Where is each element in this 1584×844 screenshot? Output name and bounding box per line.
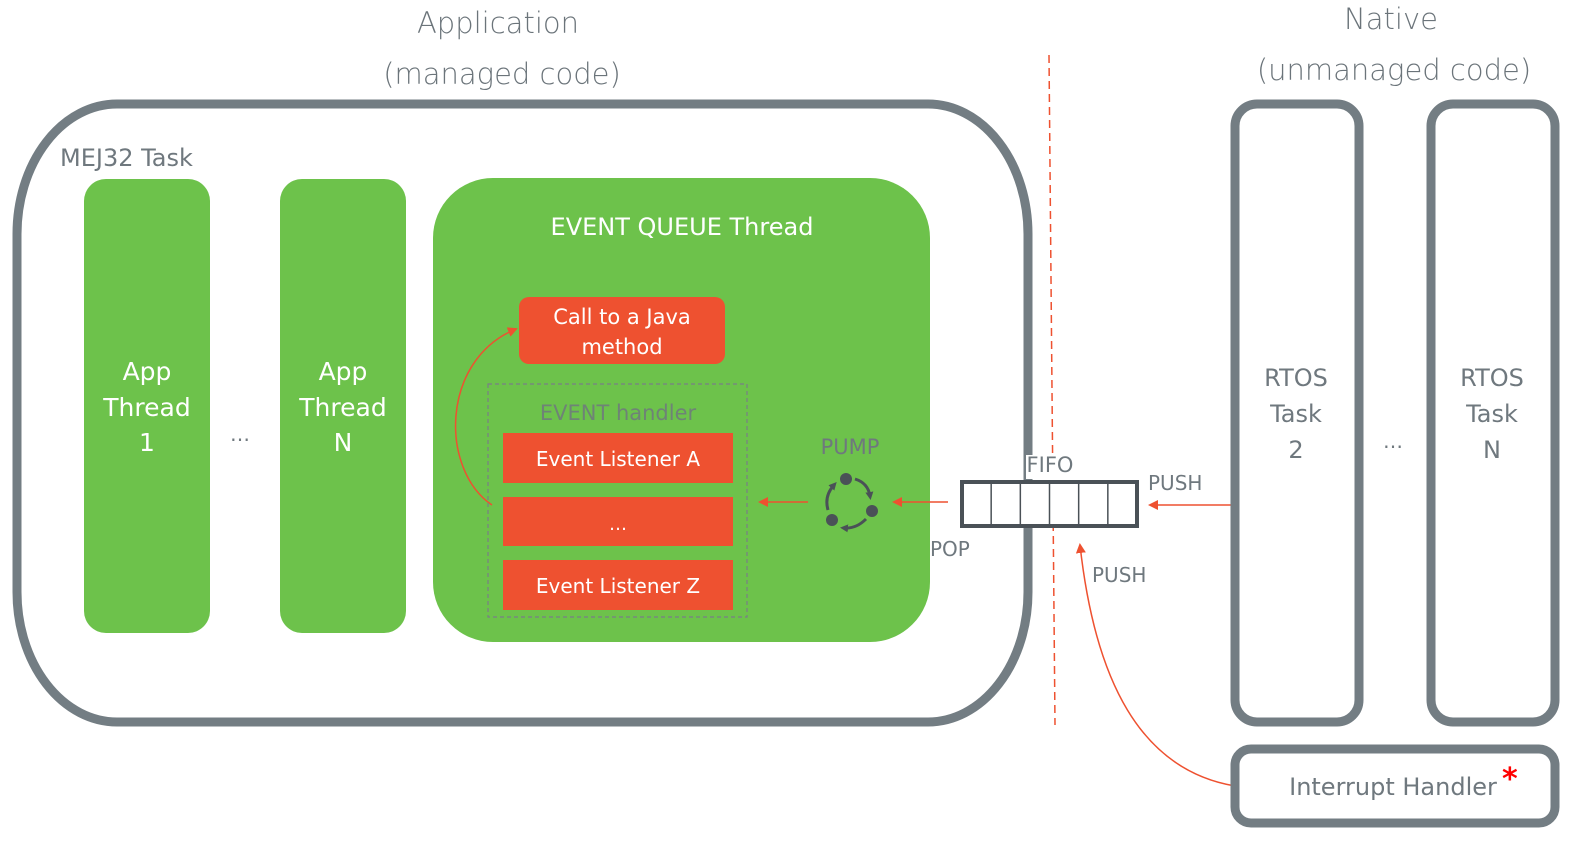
rtos-task-n-line3: N bbox=[1483, 436, 1501, 464]
event-listener-a-label: Event Listener A bbox=[536, 447, 700, 471]
app-thread-1-line3: 1 bbox=[139, 428, 155, 457]
cycle-icon bbox=[825, 473, 878, 533]
event-listener-a bbox=[503, 433, 733, 483]
pop-label: POP bbox=[930, 537, 970, 561]
rtos-task-2-line1: RTOS bbox=[1264, 364, 1328, 392]
app-thread-n-line1: App bbox=[319, 357, 368, 386]
event-listener-ellipsis-label: … bbox=[609, 514, 627, 535]
event-handler-frame bbox=[487, 383, 748, 618]
fifo-queue: FIFO bbox=[960, 453, 1139, 528]
interrupt-handler: Interrupt Handler * bbox=[1230, 744, 1560, 828]
native-heading: Native bbox=[1344, 2, 1438, 36]
app-threads-ellipsis: … bbox=[230, 422, 250, 446]
app-thread-n-line2: Thread bbox=[298, 393, 386, 422]
push-task-label: PUSH bbox=[1148, 471, 1202, 495]
app-thread-1-line1: App bbox=[123, 357, 172, 386]
rtos-task-n-line2: Task bbox=[1465, 400, 1518, 428]
rtos-task-2: RTOS Task 2 bbox=[1230, 99, 1364, 727]
event-handler-label: EVENT handler bbox=[540, 401, 697, 425]
fifo-label-bg bbox=[1026, 455, 1062, 479]
java-method-call-box bbox=[519, 297, 725, 364]
interrupt-handler-marker: * bbox=[1502, 762, 1518, 797]
app-thread-1-line2: Thread bbox=[102, 393, 190, 422]
event-listener-ellipsis bbox=[503, 497, 733, 546]
application-heading: Application bbox=[417, 6, 579, 40]
rtos-task-n-box bbox=[1426, 99, 1560, 727]
rtos-ellipsis: … bbox=[1383, 429, 1403, 453]
boundary-divider bbox=[1048, 54, 1056, 726]
mej32-task-label: MEJ32 Task bbox=[60, 144, 193, 172]
fifo-label: FIFO bbox=[1027, 453, 1074, 477]
event-queue-thread: EVENT QUEUE Thread Call to a Java method… bbox=[433, 178, 930, 642]
java-method-call-line1: Call to a Java bbox=[553, 305, 691, 329]
pump-label: PUMP bbox=[821, 435, 880, 459]
java-call-arrow bbox=[454, 327, 518, 506]
interrupt-handler-label: Interrupt Handler bbox=[1289, 773, 1497, 801]
java-method-call-line2: method bbox=[581, 335, 662, 359]
push-interrupt-arrow bbox=[1075, 543, 1236, 787]
rtos-task-2-box bbox=[1230, 99, 1364, 727]
event-listener-z-label: Event Listener Z bbox=[536, 574, 700, 598]
app-thread-n-line3: N bbox=[334, 428, 353, 457]
rtos-task-n: RTOS Task N bbox=[1426, 99, 1560, 727]
event-listener-z bbox=[503, 560, 733, 610]
app-thread-n-box bbox=[280, 179, 406, 633]
rtos-task-n-line1: RTOS bbox=[1460, 364, 1524, 392]
push-interrupt-label: PUSH bbox=[1092, 563, 1146, 587]
app-thread-1-box bbox=[84, 179, 210, 633]
event-queue-thread-title: EVENT QUEUE Thread bbox=[551, 213, 814, 241]
native-subheading: (unmanaged code) bbox=[1257, 53, 1531, 87]
application-subheading: (managed code) bbox=[383, 57, 621, 91]
rtos-task-2-line3: 2 bbox=[1288, 436, 1303, 464]
fifo-cells bbox=[990, 482, 1109, 526]
app-thread-n: App Thread N bbox=[280, 179, 406, 633]
app-thread-1: App Thread 1 bbox=[84, 179, 210, 633]
rtos-task-2-line2: Task bbox=[1269, 400, 1322, 428]
interrupt-handler-box bbox=[1230, 744, 1560, 828]
